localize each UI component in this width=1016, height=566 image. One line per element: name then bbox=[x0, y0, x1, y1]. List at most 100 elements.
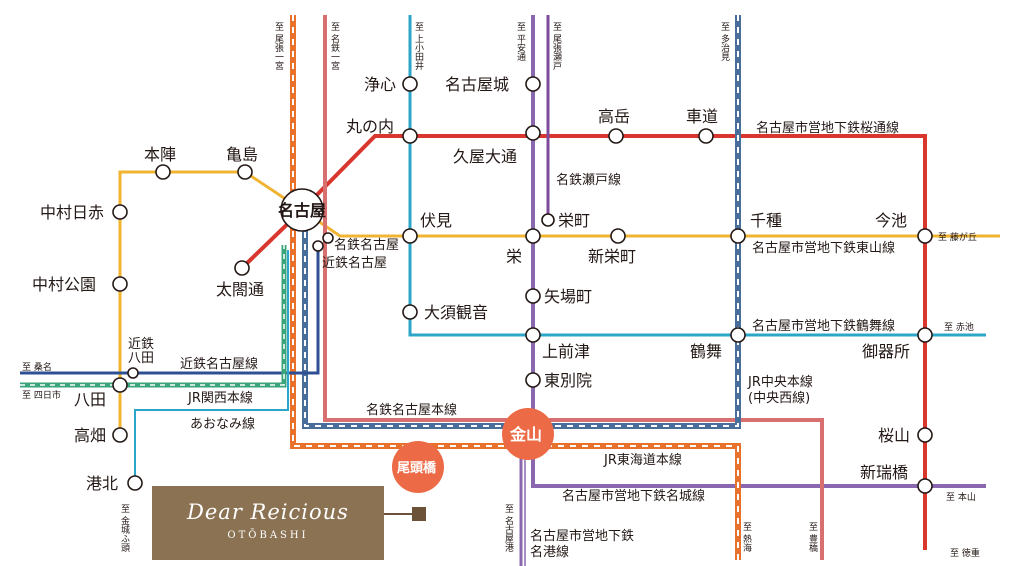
label-line-meijo: 名古屋市営地下鉄名城線 bbox=[562, 488, 705, 504]
dir-kuwana: 至 桑名 bbox=[22, 361, 52, 373]
label-sakaemachi: 栄町 bbox=[558, 211, 590, 230]
label-imaike: 今池 bbox=[875, 211, 907, 230]
station-kamimaezu[interactable] bbox=[525, 327, 541, 343]
label-nakamura-koen: 中村公園 bbox=[32, 275, 96, 294]
station-takabata[interactable] bbox=[112, 427, 128, 443]
jr-line-dash bbox=[292, 15, 739, 560]
station-sakurayama[interactable] bbox=[917, 427, 933, 443]
label-osu: 大須観音 bbox=[424, 303, 488, 322]
label-line-chuo-1: JR中央本線 bbox=[747, 374, 813, 390]
station-kohoku[interactable] bbox=[127, 475, 143, 491]
station-sakaemachi[interactable] bbox=[541, 213, 555, 227]
label-takabata: 高畑 bbox=[74, 426, 106, 445]
label-hatta: 八田 bbox=[74, 390, 106, 409]
dir-heian-dori: 至 平安通 bbox=[515, 22, 526, 62]
dir-toyohashi: 至 豊橋 bbox=[807, 522, 818, 553]
label-hisaya: 久屋大通 bbox=[453, 147, 517, 166]
station-higashibetsuin[interactable] bbox=[525, 372, 541, 388]
label-nagoya: 名古屋 bbox=[278, 201, 326, 220]
meijo-line bbox=[531, 15, 986, 488]
station-hatta[interactable] bbox=[112, 377, 128, 393]
label-line-seto: 名鉄瀬戸線 bbox=[556, 172, 621, 188]
station-nakamura-nisseki[interactable] bbox=[112, 204, 128, 220]
dir-meitetsu-ichinomiya: 至 名鉄一宮 bbox=[329, 22, 340, 71]
brand-pointer bbox=[384, 513, 412, 515]
label-tsurumai: 鶴舞 bbox=[690, 342, 722, 361]
meitetsu-line bbox=[323, 15, 824, 560]
dir-fujigaoka: 至 藤が丘 bbox=[938, 231, 977, 243]
label-taiko: 太閤通 bbox=[216, 280, 264, 299]
dir-yokkaichi: 至 四日市 bbox=[22, 389, 61, 401]
station-kurumamichi[interactable] bbox=[698, 128, 714, 144]
label-line-sakuradori: 名古屋市営地下鉄桜通線 bbox=[756, 120, 899, 136]
station-honjin[interactable] bbox=[155, 164, 171, 180]
label-line-chuo-2: (中央西線) bbox=[748, 390, 810, 406]
label-kintetsu-hatta-1: 近鉄 bbox=[128, 337, 154, 352]
brand-sub: OTŌBASHI bbox=[227, 530, 309, 541]
dir-nagoyako: 至 名古屋港 bbox=[503, 504, 514, 552]
label-shinmizuhashi: 新瑞橋 bbox=[860, 463, 908, 482]
label-kamimaezu: 上前津 bbox=[542, 342, 590, 361]
kintetsu-line bbox=[20, 245, 320, 375]
label-line-meiko-1: 名古屋市営地下鉄 bbox=[530, 528, 634, 544]
label-takaoka: 高岳 bbox=[598, 107, 630, 126]
label-obata: 尾頭橋 bbox=[397, 460, 437, 476]
station-kintetsu-nagoya[interactable] bbox=[312, 240, 324, 252]
station-marunouchi[interactable] bbox=[402, 128, 418, 144]
brand-name: Dear Reicious bbox=[187, 500, 349, 524]
station-yabacho[interactable] bbox=[525, 288, 541, 304]
station-nakamura-koen[interactable] bbox=[112, 276, 128, 292]
label-honjin: 本陣 bbox=[144, 145, 176, 164]
label-line-kintetsu: 近鉄名古屋線 bbox=[180, 356, 258, 372]
station-gokiso[interactable] bbox=[917, 327, 933, 343]
property-marker bbox=[412, 507, 426, 521]
station-meitetsu-nagoya[interactable] bbox=[322, 232, 334, 244]
label-sakurayama: 桜山 bbox=[878, 426, 910, 445]
station-chikusa[interactable] bbox=[730, 228, 746, 244]
label-kanayama: 金山 bbox=[509, 425, 542, 444]
label-line-tokaido: JR東海道本線 bbox=[603, 452, 682, 468]
station-obata-badge[interactable] bbox=[392, 441, 444, 493]
label-kintetsu-hatta-2: 八田 bbox=[128, 351, 154, 366]
tsurumai-line bbox=[408, 15, 986, 337]
label-higashibetsuin: 東別院 bbox=[544, 371, 592, 390]
label-line-aonami: あおなみ線 bbox=[190, 416, 255, 432]
dir-atsuta: 至 熱海 bbox=[741, 522, 752, 553]
label-line-meitetsu: 名鉄名古屋本線 bbox=[366, 402, 457, 418]
station-tsurumai[interactable] bbox=[730, 327, 746, 343]
station-takaoka[interactable] bbox=[608, 128, 624, 144]
station-fushimi[interactable] bbox=[402, 228, 418, 244]
station-kanayama-badge[interactable] bbox=[502, 408, 554, 460]
station-imaike[interactable] bbox=[917, 228, 933, 244]
station-kintetsu-hatta[interactable] bbox=[127, 367, 139, 379]
label-kurumamichi: 車道 bbox=[686, 107, 718, 126]
station-hisaya[interactable] bbox=[525, 125, 541, 141]
dir-tokushige: 至 徳重 bbox=[950, 547, 980, 559]
station-josin[interactable] bbox=[402, 76, 418, 92]
label-meitetsu-nagoya: 名鉄名古屋 bbox=[334, 237, 399, 253]
label-line-higashiyama: 名古屋市営地下鉄東山線 bbox=[752, 240, 895, 256]
label-kamejima: 亀島 bbox=[226, 145, 258, 164]
brand-plate: Dear Reicious OTŌBASHI bbox=[152, 486, 384, 560]
dir-kinjo-futo: 至 金城ふ頭 bbox=[119, 504, 130, 553]
label-yabacho: 矢場町 bbox=[544, 287, 592, 306]
station-osu[interactable] bbox=[402, 304, 418, 320]
dir-owari-ichinomiya: 至 尾張一宮 bbox=[273, 22, 284, 71]
dir-owari-seto: 至 尾張瀬戸 bbox=[551, 22, 562, 71]
station-nagoyajo[interactable] bbox=[525, 76, 541, 92]
dir-akaike: 至 赤池 bbox=[944, 321, 974, 333]
jr-line bbox=[290, 15, 741, 560]
station-kamejima[interactable] bbox=[237, 164, 253, 180]
label-josin: 浄心 bbox=[364, 75, 396, 94]
label-line-jr-kansai: JR関西本線 bbox=[187, 390, 253, 406]
station-sakae[interactable] bbox=[525, 228, 541, 244]
station-shinmizuhashi[interactable] bbox=[917, 478, 933, 494]
dir-motoyama: 至 本山 bbox=[946, 491, 976, 503]
station-shinsakae[interactable] bbox=[610, 228, 626, 244]
label-kohoku: 港北 bbox=[86, 474, 118, 493]
label-line-tsurumai: 名古屋市営地下鉄鶴舞線 bbox=[752, 318, 895, 334]
station-taiko[interactable] bbox=[234, 260, 250, 276]
station-nagoya[interactable] bbox=[280, 188, 324, 232]
